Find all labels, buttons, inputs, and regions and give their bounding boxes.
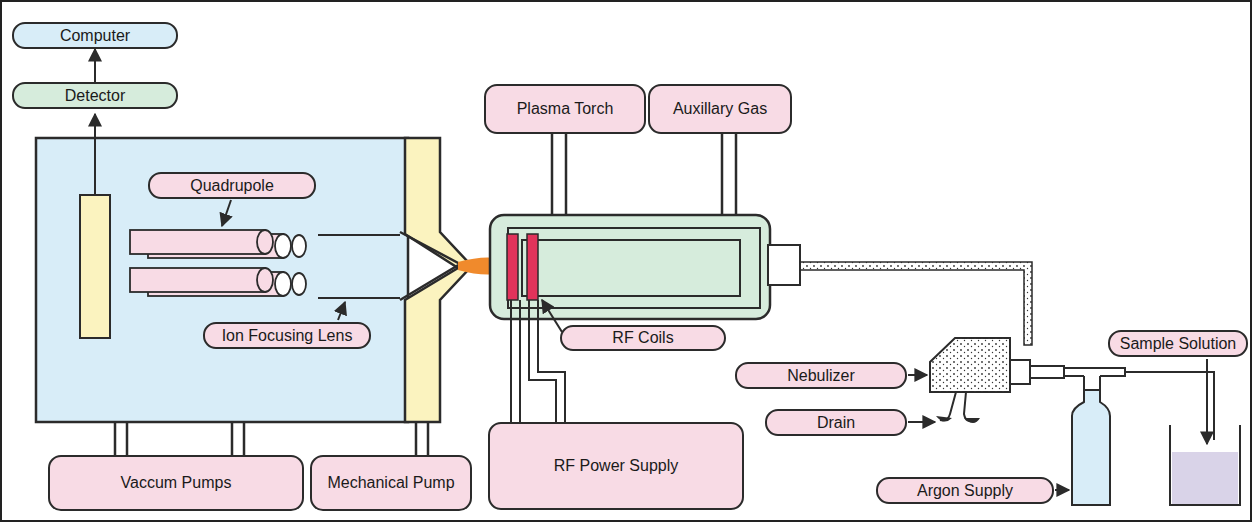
box-label: Nebulizer: [787, 367, 855, 385]
nebulizer-nozzle: [1010, 360, 1030, 384]
box-label: Detector: [65, 87, 125, 105]
callout-box: Nebulizer: [735, 362, 907, 389]
box-label: Mechanical Pump: [327, 474, 454, 492]
leader-arrow: [1055, 489, 1069, 491]
drain-pipe: [940, 392, 974, 421]
leader-arrow: [94, 114, 96, 195]
vacuum-chamber: [36, 138, 408, 422]
signal-arrow: [94, 49, 96, 82]
drain-drops: [936, 416, 980, 423]
spray-chamber: [930, 338, 1010, 392]
callout-box: Quadrupole: [148, 172, 316, 199]
power-supply-box: RF Power Supply: [488, 422, 744, 510]
box-label: Quadrupole: [190, 177, 274, 195]
callout-box: Sample Solution: [1108, 330, 1248, 357]
detector-element: [80, 195, 110, 338]
sample-liquid: [1172, 452, 1238, 504]
callout-box: Ion Focusing Lens: [203, 322, 371, 349]
leader-arrow: [908, 374, 927, 376]
leader-arrow: [338, 302, 345, 320]
aerosol-tube: [800, 262, 1032, 345]
box-label: RF Power Supply: [554, 457, 679, 475]
box-label: RF Coils: [612, 329, 673, 347]
quadrupole-rods: [130, 230, 306, 296]
box-label: Auxillary Gas: [673, 100, 767, 118]
leader-arrow: [908, 421, 935, 423]
rf-coil: [507, 234, 518, 300]
box-label: Plasma Torch: [517, 100, 614, 118]
torch-inner-tube: [522, 240, 740, 296]
torch-inlet: [768, 245, 800, 285]
leader-arrow: [1206, 359, 1208, 444]
nebulizer-body: [1030, 366, 1064, 378]
rf-coil: [527, 234, 538, 300]
box-label: Sample Solution: [1120, 335, 1237, 353]
interface-cone: [405, 138, 468, 422]
box-label: Ion Focusing Lens: [222, 327, 353, 345]
callout-box: Argon Supply: [876, 477, 1054, 504]
box-label: Computer: [60, 27, 130, 45]
detector-box: Detector: [12, 82, 178, 109]
pump-connections: [115, 420, 428, 458]
output-box: Computer: [12, 22, 178, 49]
torch-body: [490, 215, 770, 319]
rf-leads: [511, 300, 565, 424]
torch-tube: [508, 228, 760, 308]
pump-box: Mechanical Pump: [310, 455, 472, 511]
leader-arrow: [542, 300, 562, 332]
pump-box: Vaccum Pumps: [48, 455, 304, 511]
box-label: Drain: [817, 414, 855, 432]
callout-box: RF Coils: [560, 325, 726, 351]
leader-arrow: [222, 200, 231, 226]
sampler-cone: [400, 232, 460, 300]
spray-mist: [930, 338, 1010, 392]
box-label: Argon Supply: [917, 482, 1013, 500]
torch-gas-lines: [552, 132, 736, 217]
beaker: [1170, 425, 1240, 505]
ion-lens-lines: [318, 235, 400, 298]
box-label: Vaccum Pumps: [121, 474, 232, 492]
component-box: Plasma Torch: [484, 84, 646, 134]
callout-box: Drain: [765, 409, 907, 436]
argon-bottle: [1072, 390, 1110, 505]
component-box: Auxillary Gas: [648, 84, 792, 134]
